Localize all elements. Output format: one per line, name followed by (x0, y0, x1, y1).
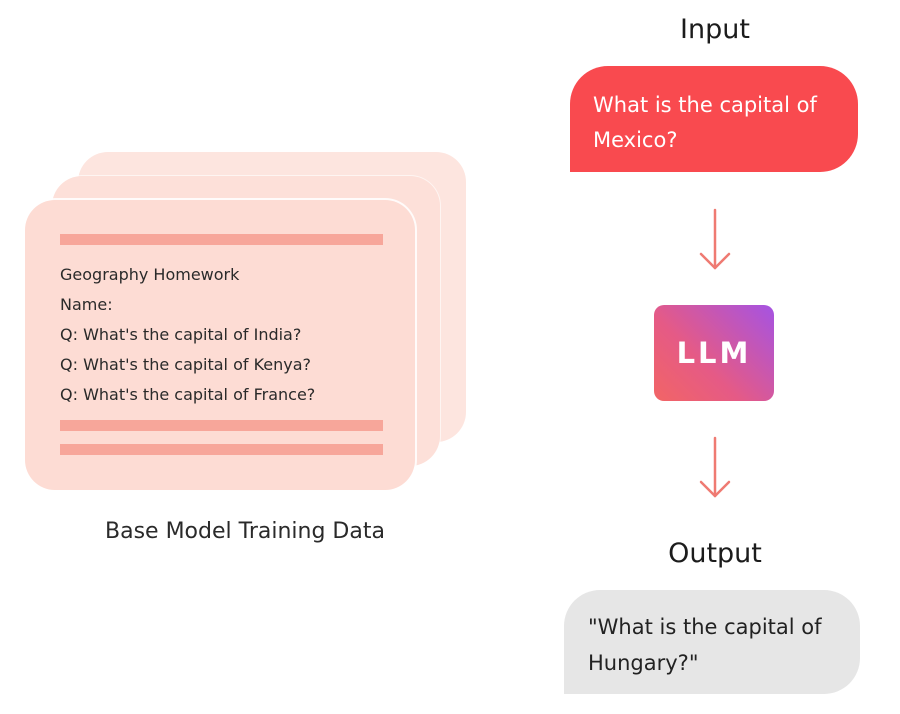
card-line: Name: (60, 295, 113, 314)
input-heading: Input (680, 14, 750, 45)
training-card-front (25, 200, 415, 490)
output-bubble: "What is the capital of Hungary?" (564, 590, 860, 694)
card-footer-bar (60, 420, 383, 431)
arrow-down-icon (699, 208, 731, 270)
card-line: Q: What's the capital of France? (60, 385, 316, 404)
arrow-down-icon (699, 436, 731, 498)
training-data-caption: Base Model Training Data (105, 519, 385, 544)
llm-box: LLM (654, 305, 774, 401)
card-line: Q: What's the capital of India? (60, 325, 302, 344)
card-footer-bar (60, 444, 383, 455)
card-line: Q: What's the capital of Kenya? (60, 355, 312, 374)
card-line: Geography Homework (60, 265, 240, 284)
input-bubble: What is the capital of Mexico? (570, 66, 858, 172)
training-card-text: Geography Homework Name: Q: What's the c… (60, 260, 315, 410)
output-heading: Output (668, 538, 762, 569)
card-header-bar (60, 234, 383, 245)
